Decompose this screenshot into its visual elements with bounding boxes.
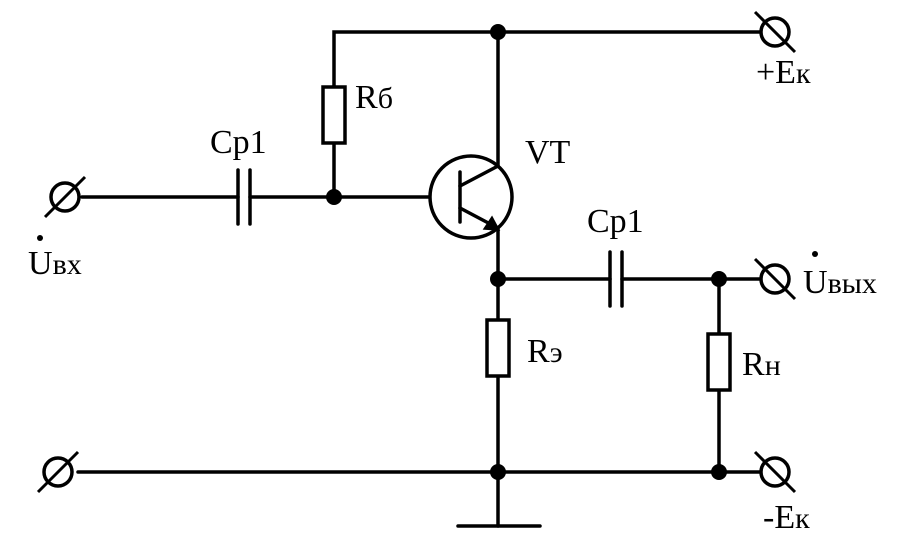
phasor-dot-uout (812, 251, 818, 257)
capacitor-cp1-output (608, 250, 624, 308)
label-plus-ek: +Eк (756, 54, 811, 91)
emitter-arrow-icon (482, 215, 501, 231)
capacitor-cp1-input (236, 168, 252, 226)
terminal-ground-left (36, 450, 80, 494)
terminal-output (753, 257, 797, 301)
label-uout: Uвых (803, 264, 877, 301)
label-cp1-output: Ср1 (587, 203, 644, 240)
resistor-re (485, 318, 511, 378)
transistor-vt (428, 154, 514, 240)
wires (76, 30, 762, 528)
label-rb: Rб (355, 79, 393, 116)
resistor-rb (321, 85, 347, 145)
terminal-minus-ek (753, 450, 797, 494)
phasor-dot-uin (37, 235, 43, 241)
terminal-plus-ek (753, 10, 797, 54)
wire-top-rail (332, 30, 762, 145)
label-rn: Rн (742, 346, 781, 383)
label-re: Rэ (527, 333, 563, 370)
label-cp1-input: Ср1 (210, 124, 267, 161)
junction-dots (326, 24, 727, 480)
terminal-input (43, 175, 87, 219)
resistor-rn (706, 332, 732, 392)
label-vt: VT (525, 134, 571, 171)
label-uin: Uвх (28, 245, 82, 282)
label-minus-ek: -Eк (763, 499, 810, 536)
